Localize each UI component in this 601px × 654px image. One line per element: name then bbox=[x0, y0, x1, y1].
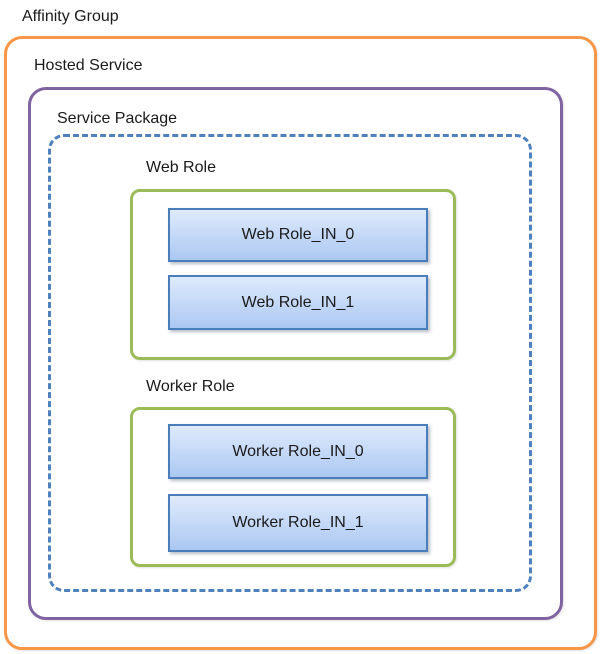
hosted-service-label: Hosted Service bbox=[34, 57, 143, 74]
web-role-label: Web Role bbox=[146, 159, 216, 176]
service-package-label: Service Package bbox=[57, 110, 178, 127]
worker-role-box: Worker Role_IN_0 Worker Role_IN_1 bbox=[130, 407, 456, 567]
affinity-group-label: Affinity Group bbox=[22, 8, 119, 25]
worker-role-instance-0: Worker Role_IN_0 bbox=[168, 424, 428, 479]
worker-role-instance-1: Worker Role_IN_1 bbox=[168, 494, 428, 552]
affinity-group-box: Hosted Service Service Package Web Role … bbox=[4, 36, 597, 650]
worker-role-label: Worker Role bbox=[146, 378, 235, 395]
web-role-instance-1: Web Role_IN_1 bbox=[168, 275, 428, 330]
web-role-box: Web Role_IN_0 Web Role_IN_1 bbox=[130, 189, 456, 360]
service-package-box: Web Role Web Role_IN_0 Web Role_IN_1 Wor… bbox=[48, 134, 532, 592]
hosted-service-box: Service Package Web Role Web Role_IN_0 W… bbox=[28, 87, 563, 620]
web-role-instance-0: Web Role_IN_0 bbox=[168, 208, 428, 262]
